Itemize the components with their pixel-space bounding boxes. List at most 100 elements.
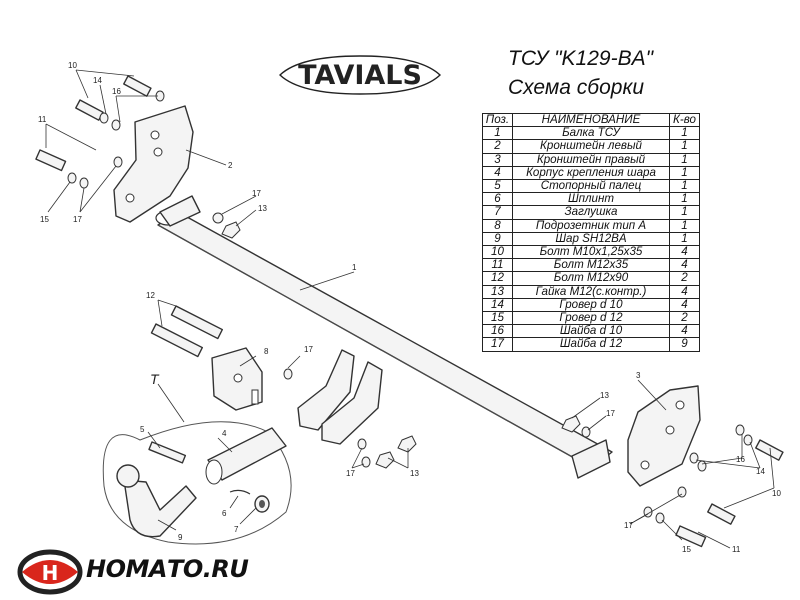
callout-number: 16 [736, 455, 745, 464]
callout-number: 13 [258, 204, 267, 213]
col-header-name: НАИМЕНОВАНИЕ [511, 112, 671, 128]
callout-number: 9 [178, 533, 183, 542]
middle-brackets [297, 349, 383, 445]
callout-number: 1 [352, 263, 357, 272]
callout-number: 17 [346, 469, 355, 478]
row-quantity: 1 [669, 152, 700, 167]
row-quantity: 1 [669, 192, 700, 207]
row-quantity: 1 [669, 231, 700, 247]
callout-number: 15 [40, 215, 49, 224]
row-quantity: 4 [669, 324, 700, 339]
row-position: 15 [482, 311, 513, 326]
left-bracket [113, 105, 194, 223]
row-quantity: 1 [669, 165, 700, 181]
row-quantity: 4 [669, 258, 700, 273]
row-position: 11 [482, 258, 513, 273]
row-position: 1 [482, 126, 513, 141]
row-position: 6 [482, 192, 513, 207]
row-position: 14 [482, 297, 513, 313]
callout-number: 2 [228, 161, 233, 170]
row-name: Шайба d 10 [511, 324, 671, 339]
watermark-emblem: Н [17, 549, 83, 595]
tow-beam [155, 195, 613, 479]
row-quantity: 4 [669, 297, 700, 313]
callout-number: 3 [636, 371, 641, 380]
row-position: 10 [482, 245, 513, 260]
row-name: Кронштейн правый [511, 152, 671, 167]
row-name: Болт М10х1,25х35 [511, 245, 671, 260]
middle-fasteners [283, 368, 417, 469]
row-name: Шайба d 12 [511, 337, 671, 352]
row-name: Болт М12х35 [511, 258, 671, 273]
row-name: Подрозетник тип А [511, 218, 671, 233]
row-position: 12 [482, 271, 513, 286]
callout-number: 12 [146, 291, 155, 300]
row-position: 13 [482, 284, 513, 299]
row-quantity: 4 [669, 245, 700, 260]
row-position: 16 [482, 324, 513, 339]
row-quantity: 9 [669, 337, 700, 352]
callout-number: 17 [252, 189, 261, 198]
row-name: Гайка М12(с.контр.) [511, 284, 671, 299]
socket-plate [211, 347, 263, 411]
row-quantity: 1 [669, 139, 700, 154]
row-position: 2 [482, 139, 513, 154]
row-name: Стопорный палец [511, 179, 671, 194]
leader-lines [45, 69, 775, 549]
callout-number: 17 [73, 215, 82, 224]
row-name: Балка ТСУ [511, 126, 671, 141]
row-name: Гровер d 12 [511, 311, 671, 326]
callout-number: 11 [732, 545, 741, 554]
brand-logo: TAVIALS [278, 55, 442, 95]
row-position: 4 [482, 165, 513, 181]
product-title: ТСУ "K129-BA" [508, 47, 654, 70]
callout-number: 13 [600, 391, 609, 400]
right-bracket [627, 385, 701, 487]
row-quantity: 1 [669, 126, 700, 141]
callout-number: 14 [756, 467, 765, 476]
callout-number: 7 [234, 525, 239, 534]
row-quantity: 4 [669, 284, 700, 299]
detail-label: T [150, 371, 160, 387]
row-quantity: 2 [669, 271, 700, 286]
callout-number: 17 [624, 521, 633, 530]
right-fasteners [561, 415, 784, 548]
row-position: 17 [482, 337, 513, 352]
row-name: Кронштейн левый [511, 139, 671, 154]
brand-name: TAVIALS [298, 60, 422, 91]
callout-number: 4 [222, 429, 227, 438]
table-header-row: Поз. НАИМЕНОВАНИЕ К-во [482, 112, 700, 128]
row-name: Болт М12х90 [511, 271, 671, 286]
col-header-quantity: К-во [669, 112, 700, 128]
callout-number: 10 [772, 489, 781, 498]
row-name: Корпус крепления шара [511, 165, 671, 181]
row-name: Шплинт [511, 192, 671, 207]
row-name: Шар SH12BA [511, 231, 671, 247]
col-header-position: Поз. [482, 112, 513, 128]
row-position: 3 [482, 152, 513, 167]
long-bolts [150, 305, 224, 358]
callout-number: 17 [304, 345, 313, 354]
callout-number: 6 [222, 509, 227, 518]
row-name: Гровер d 10 [511, 297, 671, 313]
callout-number: 17 [606, 409, 615, 418]
svg-text:Н: Н [42, 561, 59, 585]
row-quantity: 1 [669, 218, 700, 233]
row-quantity: 1 [669, 205, 700, 220]
callout-number: 13 [410, 469, 419, 478]
